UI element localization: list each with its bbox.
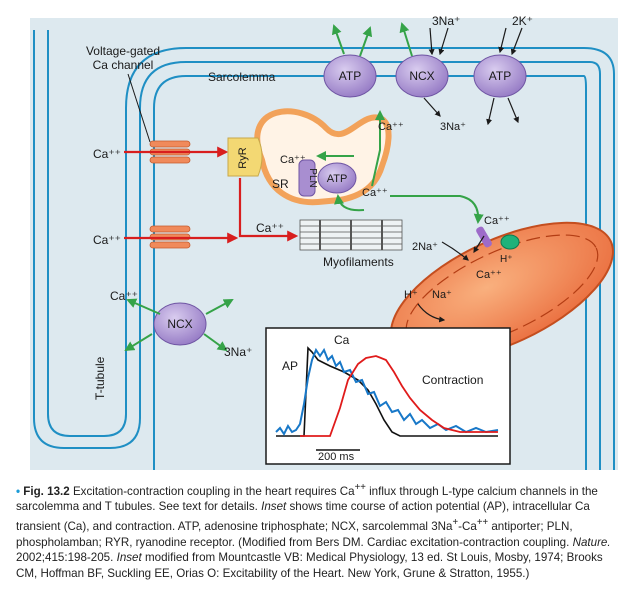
- k2-top-label: 2K⁺: [512, 14, 533, 28]
- caption-sup-1: ++: [354, 482, 366, 493]
- pln-label: PLN: [307, 168, 318, 187]
- ryr-release-arrow: [238, 178, 299, 242]
- na3-inside-label: 3Na⁺: [440, 121, 466, 133]
- k-in-arrow-2: [510, 27, 523, 56]
- ncx-top-label: NCX: [409, 69, 434, 83]
- ttubule-cytosol-arrow: [205, 299, 234, 315]
- voltage-gated-pointer: [127, 73, 151, 143]
- mito-na-arrow: [441, 241, 469, 261]
- ncx-exchanger-ttubule: [153, 302, 207, 346]
- mito-h-label-top: H⁺: [500, 254, 513, 265]
- sarcolemma-atp-right-label: ATP: [489, 69, 511, 83]
- ca-influx-label-upper: Ca⁺⁺: [93, 147, 121, 161]
- myofilament-ca-label: Ca⁺⁺: [256, 221, 284, 235]
- caption-fig-label: Fig. 13.2: [23, 484, 70, 498]
- inset-ca-trace: [275, 347, 499, 436]
- mitochondrion-inner: [405, 234, 599, 350]
- sarcolemma-label: Sarcolemma: [208, 70, 276, 84]
- caption-sup-3: ++: [476, 517, 489, 529]
- mito-2na-label: 2Na⁺: [412, 241, 438, 253]
- caption-inset-1: Inset: [261, 500, 287, 514]
- sarcolemma-atpase-right: [473, 54, 527, 98]
- sr-label: SR: [272, 177, 289, 191]
- inset-ca-label: Ca: [334, 333, 350, 347]
- ncx-exchanger-top: [395, 54, 449, 98]
- ryr-receptor: [227, 137, 263, 177]
- caption-s1: Excitation-contraction coupling in the h…: [72, 484, 355, 498]
- caption-s2: influx through L-type calcium channels i…: [16, 484, 598, 514]
- sarcolemma-atp-left-label: ATP: [339, 69, 361, 83]
- inset-contraction-trace: [300, 355, 498, 437]
- mito-h-arrow: [417, 303, 446, 323]
- caption-inset-2: Inset: [116, 551, 142, 565]
- cytosolic-ca-label: Ca⁺⁺: [362, 187, 388, 199]
- k-in-arrow: [498, 27, 507, 54]
- mito-ca-label-inner: Ca⁺⁺: [476, 269, 502, 281]
- ncx-ca-out-arrow: [399, 22, 413, 57]
- ttubule-ca-label: Ca⁺⁺: [110, 289, 138, 303]
- mito-h-label: H⁺: [404, 289, 418, 301]
- sarcolemma-atpase-left: [323, 54, 377, 98]
- myofilaments: [299, 219, 403, 251]
- na3-top-label: 3Na⁺: [432, 14, 460, 28]
- na-out-arrow-2: [507, 97, 519, 124]
- caption-s5: 2002;415:198-205.: [16, 551, 114, 565]
- ttubule-exit-arrow: [203, 333, 228, 352]
- ncx-ttubule-label: NCX: [167, 317, 192, 331]
- excitation-contraction-diagram: Voltage-gated Ca channel Sarcolemma T-tu…: [30, 14, 618, 470]
- sr-atp-label: ATP: [327, 173, 348, 185]
- ttubule-ca-out-arrow: [126, 298, 161, 315]
- ttubule-na3-label: 3Na⁺: [224, 345, 252, 359]
- atp-left-efflux-arrow-1: [331, 24, 345, 55]
- mito-ca-label-top: Ca⁺⁺: [484, 215, 510, 227]
- sarcolemma-inner-line: [186, 75, 587, 470]
- ncx-ca-inside-label: Ca⁺⁺: [378, 121, 404, 133]
- voltage-gated-label-2: Ca channel: [93, 58, 154, 72]
- caption-s6: modified from Mountcastle VB: Medical Ph…: [16, 551, 603, 580]
- myofilaments-label: Myofilaments: [323, 255, 394, 269]
- inset-contraction-label: Contraction: [422, 373, 483, 387]
- sr-ca-label: Ca⁺⁺: [280, 154, 306, 166]
- atp-left-efflux-arrow-2: [359, 26, 373, 57]
- ncx-na-in-arrow-2: [438, 27, 449, 56]
- caption-dash: -Ca: [458, 519, 477, 533]
- pln-box: [298, 159, 316, 197]
- ncx-na-exit-arrow: [423, 97, 441, 117]
- inset-scale-label: 200 ms: [318, 451, 355, 463]
- figure-caption: • Fig. 13.2 Excitation-contraction coupl…: [16, 480, 612, 581]
- voltage-gated-label-1: Voltage-gated: [86, 44, 160, 58]
- mito-na-label: Na⁺: [432, 289, 452, 301]
- sarcolemma-membrane: [33, 30, 615, 470]
- inset-ap-label: AP: [282, 359, 298, 373]
- sr-return-arrow: [334, 194, 365, 212]
- caption-sup-2: +: [452, 517, 459, 529]
- mito-exchanger: [500, 234, 520, 250]
- caption-journal: Nature.: [572, 535, 611, 549]
- caption-bullet: •: [16, 484, 21, 498]
- sr-atpase: [317, 162, 357, 194]
- mito-ca-arrow: [473, 235, 485, 254]
- t-tubule-inner-line: [153, 75, 187, 470]
- na-out-arrow: [486, 97, 495, 126]
- ryr-label: RyR: [237, 147, 249, 168]
- ttubule-na-in-arrow: [124, 333, 153, 352]
- ca-influx-label-lower: Ca⁺⁺: [93, 233, 121, 247]
- caption-s3: shows time course of action potential (A…: [16, 500, 590, 533]
- inset-plot: AP Ca Contraction 200 ms: [265, 327, 511, 465]
- ncx-uptake-arrow: [371, 110, 385, 187]
- ncx-na-in-arrow: [428, 27, 435, 56]
- caption-s4: antiporter; PLN, phospholamban; RYR, rya…: [16, 519, 573, 549]
- t-tubule-label: T-tubule: [93, 356, 107, 400]
- mito-uptake-arrow: [390, 195, 484, 224]
